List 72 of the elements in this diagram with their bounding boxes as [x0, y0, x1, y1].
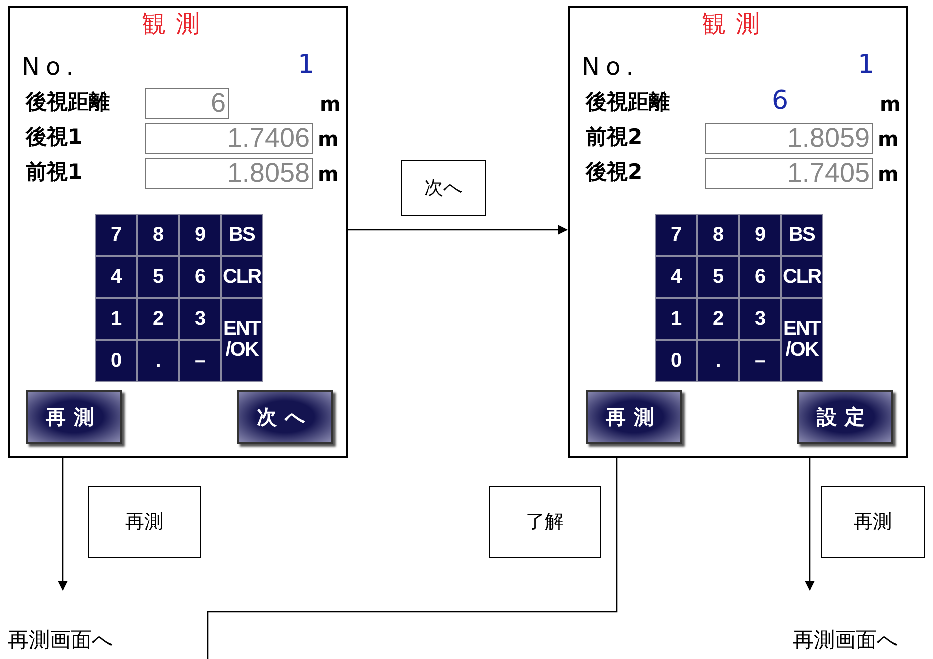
- keypad-key: –: [179, 340, 221, 382]
- keypad-key: 2: [697, 298, 739, 340]
- keypad-key: BS: [781, 214, 823, 256]
- unit-label: m: [878, 126, 899, 152]
- input-field: 1.7405: [705, 158, 873, 189]
- screen-button: 再測: [586, 390, 682, 444]
- unit-label: m: [880, 91, 901, 117]
- screen-button: 設定: [797, 390, 893, 444]
- field-label: 後視距離: [26, 89, 110, 115]
- keypad-key: .: [697, 340, 739, 382]
- destination-text: 再測画面へ: [793, 626, 933, 656]
- keypad-key: 1: [95, 298, 137, 340]
- screen-title: 観測: [702, 9, 770, 40]
- edge-label: 了解: [489, 486, 601, 558]
- input-field: 6: [145, 88, 229, 119]
- field-label: No.: [22, 54, 80, 80]
- device-screen: [8, 6, 348, 458]
- keypad: [655, 214, 823, 382]
- keypad-key: 9: [179, 214, 221, 256]
- keypad-key: 4: [95, 256, 137, 298]
- keypad-key: 7: [95, 214, 137, 256]
- keypad-key: 5: [137, 256, 179, 298]
- field-label: 前視2: [586, 124, 643, 150]
- keypad-key: ENT /OK: [221, 298, 263, 382]
- unit-label: m: [320, 91, 341, 117]
- keypad: [95, 214, 263, 382]
- field-label: 後視距離: [586, 89, 670, 115]
- keypad-key: ENT /OK: [781, 298, 823, 382]
- destination-text: 再測画面へ: [8, 626, 158, 656]
- keypad-key: .: [137, 340, 179, 382]
- keypad-key: 3: [739, 298, 781, 340]
- keypad-key: BS: [221, 214, 263, 256]
- keypad-key: 8: [697, 214, 739, 256]
- keypad-key: 6: [179, 256, 221, 298]
- screen-button: 再測: [26, 390, 122, 444]
- field-label: 前視1: [26, 159, 83, 185]
- input-field: 1.7406: [145, 123, 313, 154]
- input-field: 1.8058: [145, 158, 313, 189]
- input-field: 1.8059: [705, 123, 873, 154]
- keypad-key: 1: [655, 298, 697, 340]
- unit-label: m: [318, 126, 339, 152]
- keypad-key: 9: [739, 214, 781, 256]
- keypad-key: 7: [655, 214, 697, 256]
- edge-label: 再測: [821, 486, 925, 558]
- keypad-key: 5: [697, 256, 739, 298]
- connector-line: [207, 458, 618, 659]
- keypad-key: –: [739, 340, 781, 382]
- keypad-key: CLR: [781, 256, 823, 298]
- keypad-key: 3: [179, 298, 221, 340]
- keypad-key: CLR: [221, 256, 263, 298]
- screen-title: 観測: [142, 9, 210, 40]
- keypad-key: 4: [655, 256, 697, 298]
- screen-button: 次へ: [237, 390, 333, 444]
- value-text: 1: [858, 52, 875, 78]
- field-label: 後視2: [586, 159, 643, 185]
- arrow: [805, 458, 815, 591]
- edge-label: 再測: [88, 486, 201, 558]
- keypad-key: 0: [95, 340, 137, 382]
- keypad-key: 0: [655, 340, 697, 382]
- device-screen: [568, 6, 908, 458]
- unit-label: m: [318, 161, 339, 187]
- field-label: No.: [582, 54, 640, 80]
- keypad-key: 2: [137, 298, 179, 340]
- field-label: 後視1: [26, 124, 83, 150]
- value-text: 1: [298, 52, 315, 78]
- value-text: 6: [772, 88, 789, 114]
- unit-label: m: [878, 161, 899, 187]
- arrow: [58, 458, 68, 591]
- keypad-key: 6: [739, 256, 781, 298]
- arrow: [348, 225, 568, 235]
- edge-label: 次へ: [401, 160, 486, 216]
- keypad-key: 8: [137, 214, 179, 256]
